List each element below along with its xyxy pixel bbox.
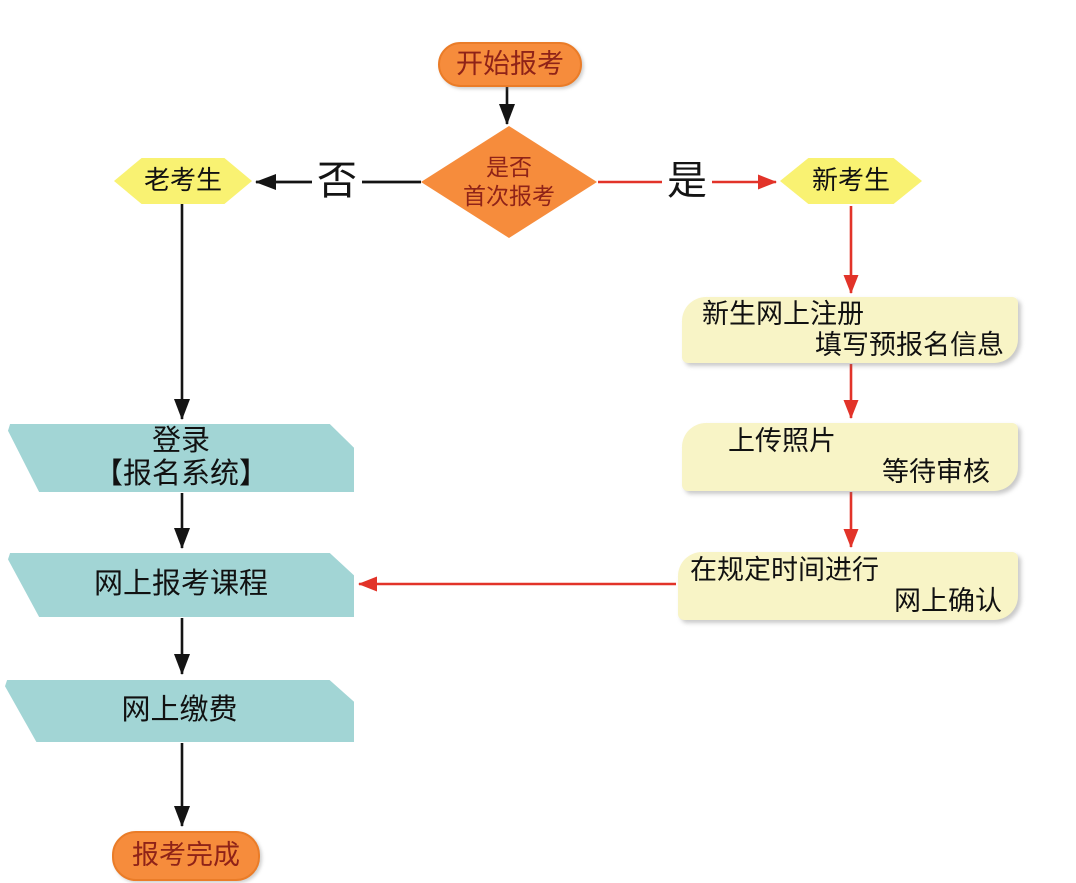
node-register-courses: 网上报考课程	[8, 553, 354, 617]
node-confirm-online-line2: 网上确认	[894, 586, 1002, 616]
node-upload-photo-line2: 等待审核	[882, 457, 990, 487]
node-old-examinee-label: 老考生	[143, 165, 222, 196]
node-decision-line1: 是否	[486, 154, 532, 181]
node-newbie-register-line2: 填写预报名信息	[815, 330, 1004, 360]
node-upload-photo-line1: 上传照片	[728, 426, 836, 456]
node-finish-label: 报考完成	[132, 840, 240, 871]
node-old-examinee: 老考生	[114, 158, 252, 204]
node-start: 开始报考	[438, 42, 582, 87]
node-new-examinee: 新考生	[780, 158, 922, 204]
node-login: 登录 【报名系统】	[8, 424, 354, 492]
node-decision-line2: 首次报考	[463, 183, 555, 209]
node-confirm-online: 在规定时间进行 网上确认	[678, 552, 1018, 620]
node-start-label: 开始报考	[456, 48, 564, 79]
node-register-courses-label: 网上报考课程	[93, 568, 268, 601]
node-pay-online: 网上缴费	[5, 680, 354, 742]
node-login-line1: 登录	[151, 424, 210, 457]
node-finish: 报考完成	[112, 831, 260, 881]
edge-label-yes: 是	[662, 158, 712, 204]
node-pay-online-label: 网上缴费	[121, 694, 238, 727]
node-upload-photo: 上传照片 等待审核	[682, 423, 1018, 491]
node-newbie-register-line1: 新生网上注册	[702, 299, 864, 329]
node-login-line2: 【报名系统】	[93, 458, 268, 490]
node-confirm-online-line1: 在规定时间进行	[690, 555, 879, 585]
edge-label-no: 否	[312, 158, 362, 204]
node-newbie-register: 新生网上注册 填写预报名信息	[682, 297, 1018, 363]
node-new-examinee-label: 新考生	[811, 165, 890, 196]
